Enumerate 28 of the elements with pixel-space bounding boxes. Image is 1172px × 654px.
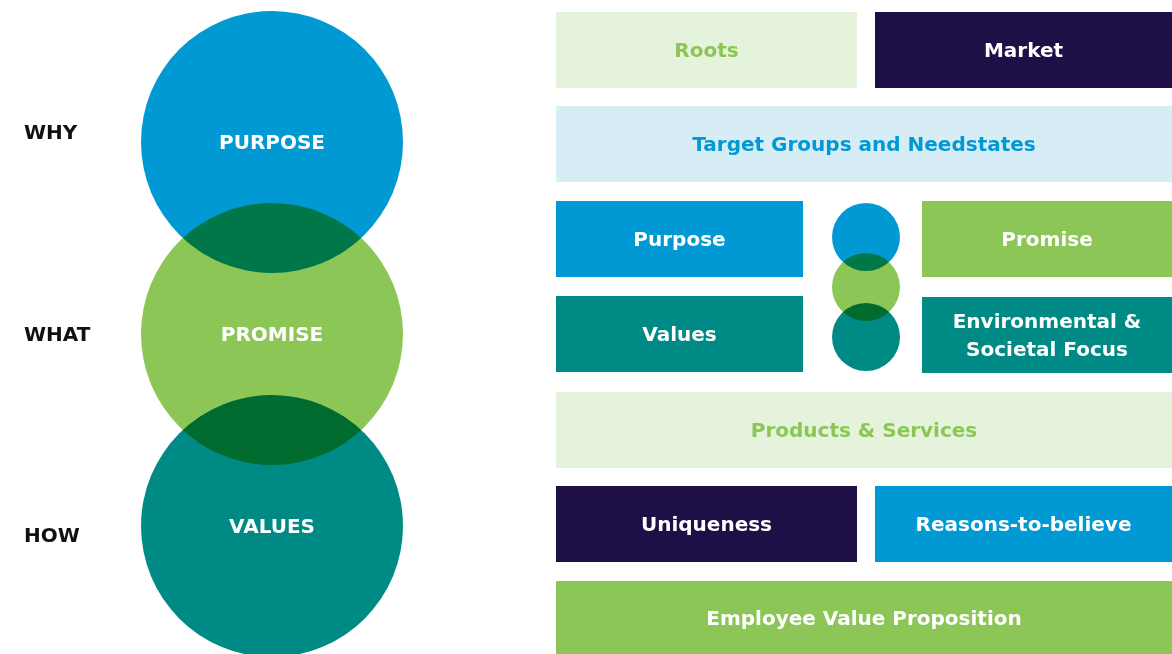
panel-label: Employee Value Proposition — [706, 604, 1022, 632]
circle-label: VALUES — [229, 513, 315, 540]
element-panel — [556, 486, 857, 562]
row-label: HOW — [24, 523, 80, 547]
circle-label: PROMISE — [220, 321, 324, 348]
row-label: WHAT — [24, 322, 91, 346]
element-panel — [556, 581, 1172, 654]
panel-label: Purpose — [633, 226, 726, 253]
element-panel — [875, 486, 1172, 562]
element-panel — [875, 12, 1172, 88]
element-panel — [556, 12, 857, 88]
element-panel — [556, 106, 1172, 182]
element-panel — [556, 201, 803, 277]
panel-label: Values — [642, 321, 717, 348]
panel-label: Target Groups and Needstates — [692, 131, 1036, 158]
element-panel — [556, 392, 1172, 468]
panel-label: Reasons-to-believe — [915, 511, 1132, 538]
element-panel — [922, 297, 1172, 373]
panel-label: Roots — [674, 37, 739, 64]
panel-label: Uniqueness — [640, 511, 773, 538]
element-panel — [922, 201, 1172, 277]
panel-label: Market — [983, 37, 1064, 64]
panel-label: Environmental & Societal Focus — [951, 308, 1143, 363]
circle-label: PURPOSE — [219, 129, 325, 156]
panel-label: Products & Services — [750, 417, 978, 444]
element-panel — [556, 296, 803, 372]
panel-label: Promise — [1001, 226, 1093, 253]
row-label: WHY — [24, 120, 78, 144]
